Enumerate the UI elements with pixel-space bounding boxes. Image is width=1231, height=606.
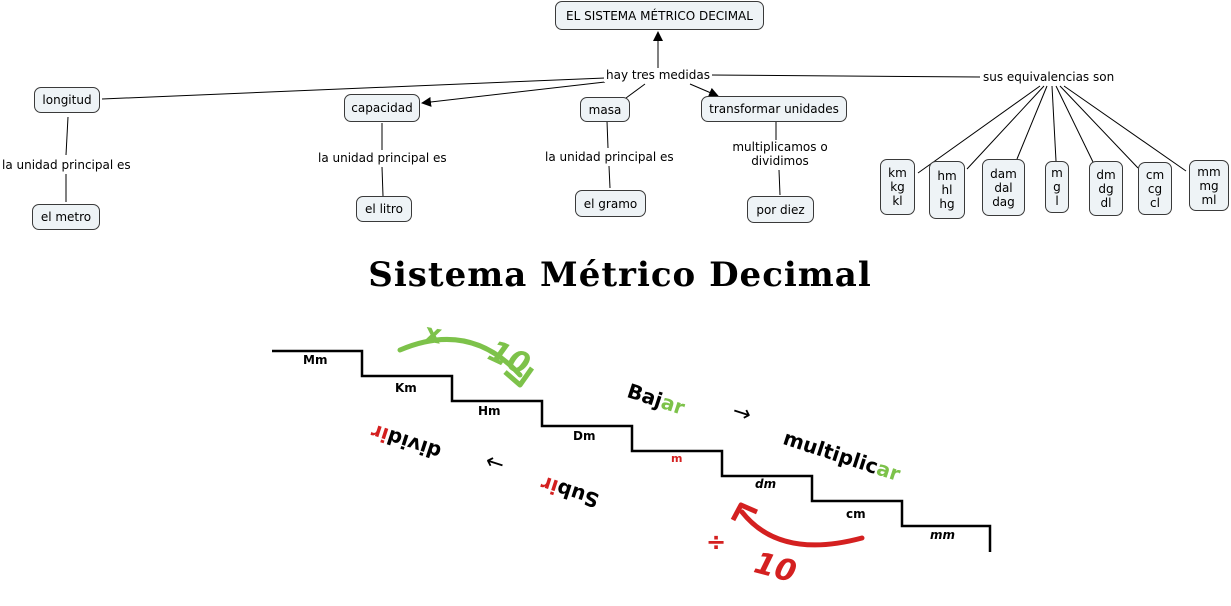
link-line: [1063, 85, 1187, 172]
equivalences-link-phrase: sus equivalencias son: [981, 70, 1117, 84]
measure-node-masa[interactable]: masa: [580, 97, 630, 122]
unit-node-gramo[interactable]: el gramo: [575, 190, 646, 217]
equivalence-node[interactable]: cm cg cl: [1138, 162, 1172, 215]
stair-label: dm: [755, 477, 777, 491]
link-line: [65, 116, 69, 156]
divide-op: ÷: [706, 528, 727, 556]
measure-node-longitud[interactable]: longitud: [34, 87, 100, 113]
stair-label: m: [671, 452, 683, 465]
link-line: [1016, 85, 1048, 160]
divide-arrow-icon: [730, 502, 865, 548]
image-title: Sistema Métrico Decimal: [368, 255, 872, 295]
measure-node-capacidad[interactable]: capacidad: [344, 94, 420, 122]
transform-link-phrase: multiplicamos o dividimos: [727, 140, 833, 168]
link-line: [917, 85, 1041, 174]
transform-node[interactable]: transformar unidades: [701, 96, 847, 122]
link-line: [608, 165, 611, 189]
link-line: [606, 120, 609, 149]
link-line: [966, 85, 1045, 170]
link-line: [689, 83, 719, 98]
stair-label: Dm: [573, 429, 596, 443]
stair-label: cm: [846, 507, 866, 521]
link-line: [1051, 85, 1057, 162]
staircase: [272, 349, 992, 552]
root-node[interactable]: EL SISTEMA MÉTRICO DECIMAL: [555, 1, 764, 30]
transform-result-node[interactable]: por diez: [747, 196, 814, 223]
stair-label: mm: [930, 528, 956, 542]
measure-link-phrase: la unidad principal es: [0, 158, 133, 172]
equivalence-node[interactable]: dm dg dl: [1089, 161, 1123, 216]
link-line: [778, 169, 781, 196]
multiply-arrow-icon: [397, 336, 535, 388]
measure-link-phrase: la unidad principal es: [316, 151, 449, 165]
root-linking-phrase: hay tres medidas: [604, 68, 712, 82]
equivalence-node[interactable]: hm hl hg: [929, 161, 965, 219]
unit-node-litro[interactable]: el litro: [356, 196, 412, 222]
link-line: [709, 74, 981, 78]
link-line: [1055, 85, 1094, 163]
unit-node-metro[interactable]: el metro: [32, 204, 100, 230]
stair-label: Hm: [478, 404, 501, 418]
link-line: [101, 77, 606, 100]
link-line: [421, 81, 606, 107]
equivalence-node[interactable]: dam dal dag: [982, 159, 1025, 216]
equivalence-node[interactable]: mm mg ml: [1189, 160, 1229, 211]
equivalence-node[interactable]: m g l: [1045, 161, 1069, 213]
measure-link-phrase: la unidad principal es: [543, 150, 676, 164]
stair-label: Mm: [303, 353, 328, 367]
link-line: [625, 83, 646, 99]
stair-label: Km: [395, 381, 417, 395]
equivalence-node[interactable]: km kg kl: [880, 159, 915, 215]
link-line: [381, 166, 384, 197]
link-line: [1059, 85, 1139, 169]
